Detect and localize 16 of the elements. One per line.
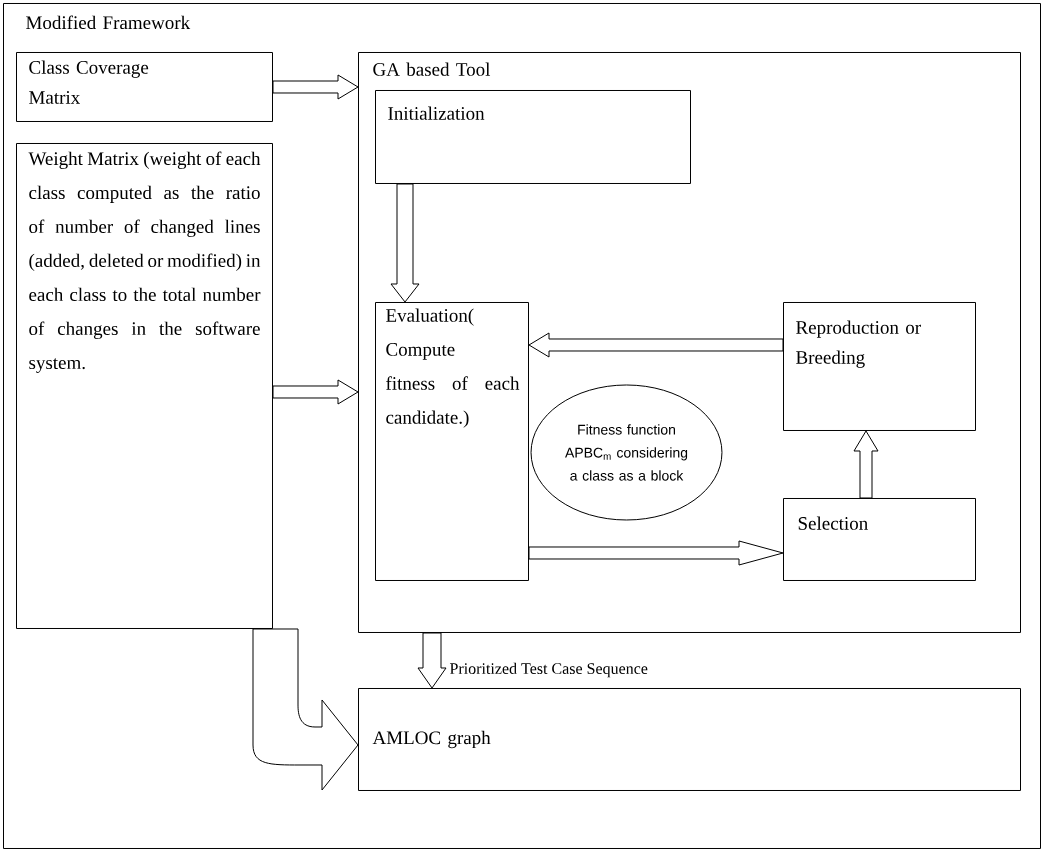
block-arrow (390, 183, 420, 303)
input-box: Class Coverage Matrix (16, 52, 273, 122)
block-arrow (252, 628, 359, 791)
block-arrow (528, 332, 784, 358)
output-box: AMLOC graph (358, 688, 1021, 791)
process-box: Initialization (375, 90, 691, 184)
process-box: Selection (783, 498, 976, 581)
block-arrow (417, 632, 447, 689)
input-box: Weight Matrix (weight of each class computed as the ratio of number of changed lines (added, deleted or modified) in each class to the total number of changes in the software system. (16, 143, 273, 629)
edge-label: Prioritized Test Case Sequence (448, 661, 649, 679)
process-box: Evaluation( Compute fitness of each candidate.) (375, 302, 529, 581)
block-arrow (853, 430, 879, 499)
block-arrow (272, 379, 359, 405)
block-arrow (272, 74, 359, 100)
block-arrow (528, 540, 784, 566)
process-box: Reproduction or Breeding (783, 302, 976, 431)
